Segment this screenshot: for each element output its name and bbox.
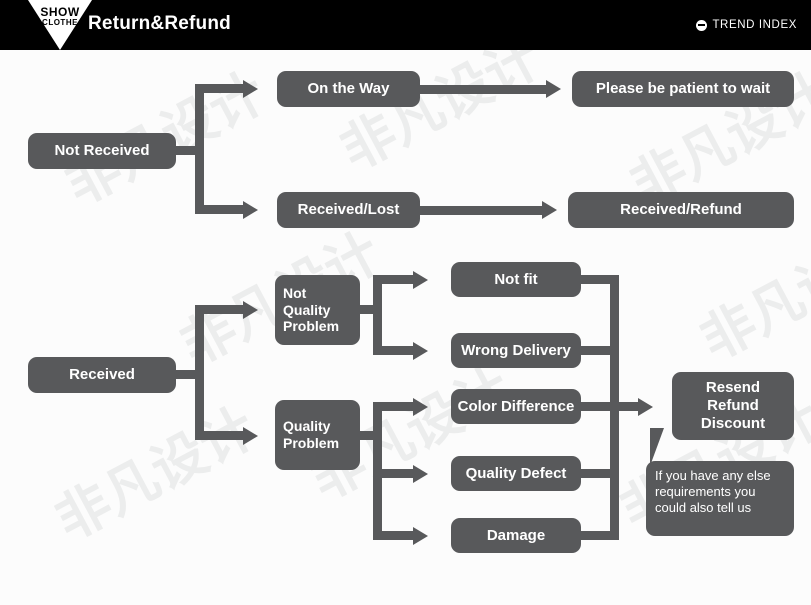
node-quality-problem[interactable]: Quality Problem <box>275 400 360 470</box>
connector-to-quality-problem <box>195 431 245 440</box>
arrow-to-not-fit <box>413 270 428 289</box>
logo-secondary-text: CLOTHE <box>42 18 78 27</box>
node-wrong-delivery[interactable]: Wrong Delivery <box>451 333 581 368</box>
connector-wrong-delivery-out <box>581 346 619 355</box>
node-damage[interactable]: Damage <box>451 518 581 553</box>
connector-bus-to-resolution <box>610 402 640 411</box>
node-on-the-way[interactable]: On the Way <box>277 71 420 107</box>
arrow-to-quality-problem <box>243 426 258 445</box>
connector-received-bus <box>195 305 204 440</box>
arrow-to-not-quality-problem <box>243 300 258 319</box>
connector-nqp-stub <box>360 305 382 314</box>
circle-arrow-icon <box>696 19 708 31</box>
node-quality-defect[interactable]: Quality Defect <box>451 456 581 491</box>
arrow-to-received-lost <box>243 200 258 219</box>
arrow-to-please-be-patient <box>546 80 561 98</box>
connector-nqp-bus <box>373 275 382 355</box>
node-resolution-line3: Discount <box>700 414 766 432</box>
brand-logo: SHOW CLOTHE <box>28 0 92 50</box>
node-not-received[interactable]: Not Received <box>28 133 176 169</box>
node-quality-problem-line2: Problem <box>283 435 340 451</box>
connector-color-difference-out <box>581 402 619 411</box>
callout-tail-icon <box>650 428 712 466</box>
node-please-be-patient-to-wait[interactable]: Please be patient to wait <box>572 71 794 107</box>
connector-qp-to-quality-defect <box>373 469 415 478</box>
brand-tag: TREND INDEX <box>696 19 797 31</box>
arrow-to-color-difference <box>413 397 428 416</box>
watermark: 非凡设计 <box>690 215 811 373</box>
node-resolution[interactable]: Resend Refund Discount <box>672 372 794 440</box>
arrow-to-on-the-way <box>243 79 258 98</box>
logo-primary-text: SHOW <box>40 5 80 19</box>
arrow-to-quality-defect <box>413 464 428 483</box>
node-not-fit[interactable]: Not fit <box>451 262 581 297</box>
connector-nqp-to-not-fit <box>373 275 415 284</box>
page-title: Return&Refund <box>88 13 231 34</box>
node-received-lost[interactable]: Received/Lost <box>277 192 420 228</box>
connector-damage-out <box>581 531 619 540</box>
node-resolution-line1: Resend <box>705 379 761 397</box>
connector-qp-to-damage <box>373 531 415 540</box>
triangle-logo-icon <box>28 0 92 50</box>
connector-qp-stub <box>360 431 382 440</box>
watermark: 非凡设计 <box>45 395 266 553</box>
arrow-to-damage <box>413 526 428 545</box>
page-header: SHOW CLOTHE Return&Refund TREND INDEX <box>0 0 811 50</box>
node-color-difference[interactable]: Color Difference <box>451 389 581 424</box>
connector-on-the-way-to-outcome <box>420 84 548 94</box>
arrow-to-resolution <box>638 397 653 416</box>
arrow-to-received-refund <box>542 201 557 219</box>
connector-not-received-bus <box>195 84 204 214</box>
connector-to-not-quality-problem <box>195 305 245 314</box>
connector-nqp-to-wrong-delivery <box>373 346 415 355</box>
callout-line1: If you have any else <box>655 468 771 483</box>
node-not-quality-problem-line2: Quality <box>283 301 331 318</box>
arrow-to-wrong-delivery <box>413 341 428 360</box>
node-not-quality-problem-line1: Not <box>283 285 307 302</box>
callout-line3: could also tell us <box>655 499 752 515</box>
node-received-refund[interactable]: Received/Refund <box>568 192 794 228</box>
callout-line2: requirements you <box>655 483 756 499</box>
connector-not-fit-out <box>581 275 619 284</box>
connector-received-lost-to-outcome <box>420 205 544 215</box>
connector-to-on-the-way <box>195 84 245 93</box>
node-received[interactable]: Received <box>28 357 176 393</box>
connector-to-received-lost <box>195 205 245 214</box>
connector-not-received-stub <box>176 146 204 155</box>
callout-note: If you have any else requirements you co… <box>646 461 794 536</box>
connector-qp-bus <box>373 402 382 535</box>
connector-quality-defect-out <box>581 469 619 478</box>
node-quality-problem-line1: Quality <box>283 418 331 435</box>
node-not-quality-problem[interactable]: Not Quality Problem <box>275 275 360 345</box>
node-not-quality-problem-line3: Problem <box>283 318 340 335</box>
connector-qp-to-color-difference <box>373 402 415 411</box>
brand-label: TREND INDEX <box>712 19 797 31</box>
node-resolution-line2: Refund <box>707 397 759 415</box>
connector-received-stub <box>176 370 204 379</box>
